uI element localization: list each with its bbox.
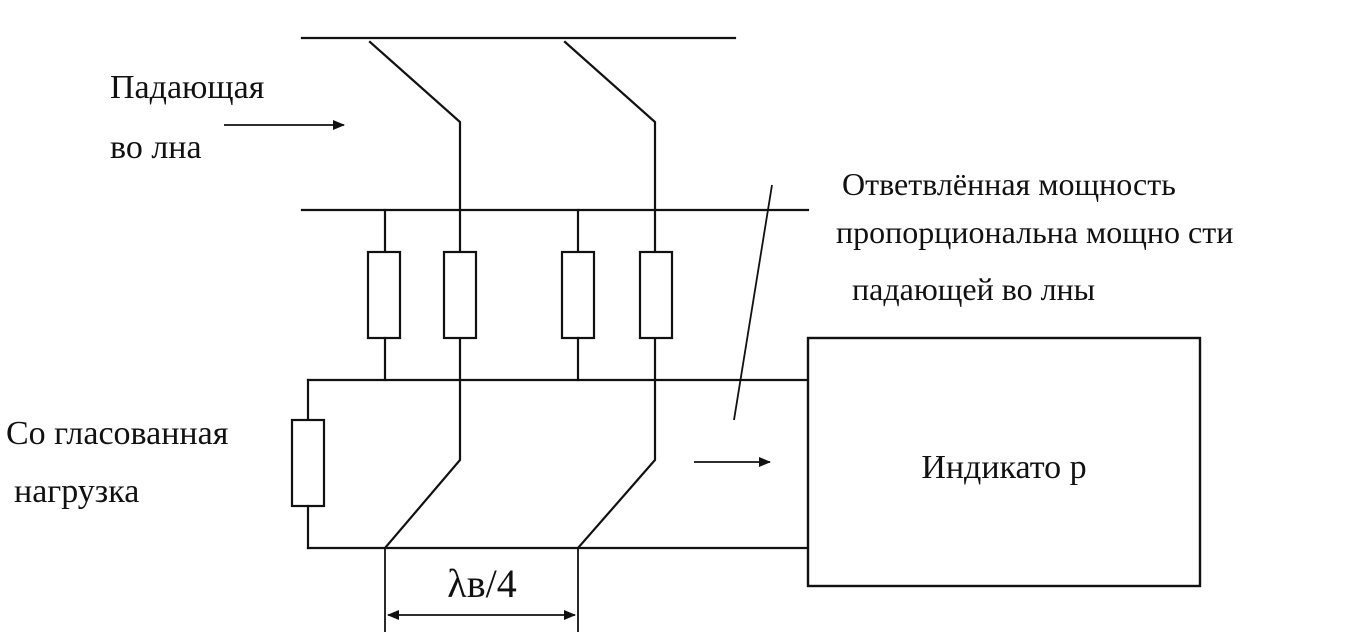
incident-wave-label-line1: Падающая <box>110 69 265 106</box>
branched-power-leader <box>733 184 773 421</box>
quarter-wavelength-label: λв/4 <box>447 561 516 606</box>
matched-load-resistor <box>290 378 326 550</box>
indicator-label: Индикато р <box>921 449 1086 486</box>
coupling-resistor-2 <box>442 250 478 340</box>
quarter-wavelength-dimension <box>384 548 579 632</box>
branched-power-label-line1: Ответвлённая мощность <box>842 166 1176 202</box>
coupling-resistor-1 <box>366 208 402 382</box>
incident-wave-label-line2: во лна <box>110 129 202 166</box>
branched-power-label-line2: пропорциональна мощно сти <box>836 214 1233 250</box>
branched-power-label-line3: падающей во лны <box>852 271 1095 307</box>
matched-load-label-line2: нагрузка <box>14 473 139 510</box>
coupling-resistor-4 <box>638 250 674 340</box>
coupling-resistor-3 <box>560 208 596 382</box>
indicator-box <box>806 336 1202 588</box>
matched-load-label-line1: Со гласованная <box>6 415 229 452</box>
